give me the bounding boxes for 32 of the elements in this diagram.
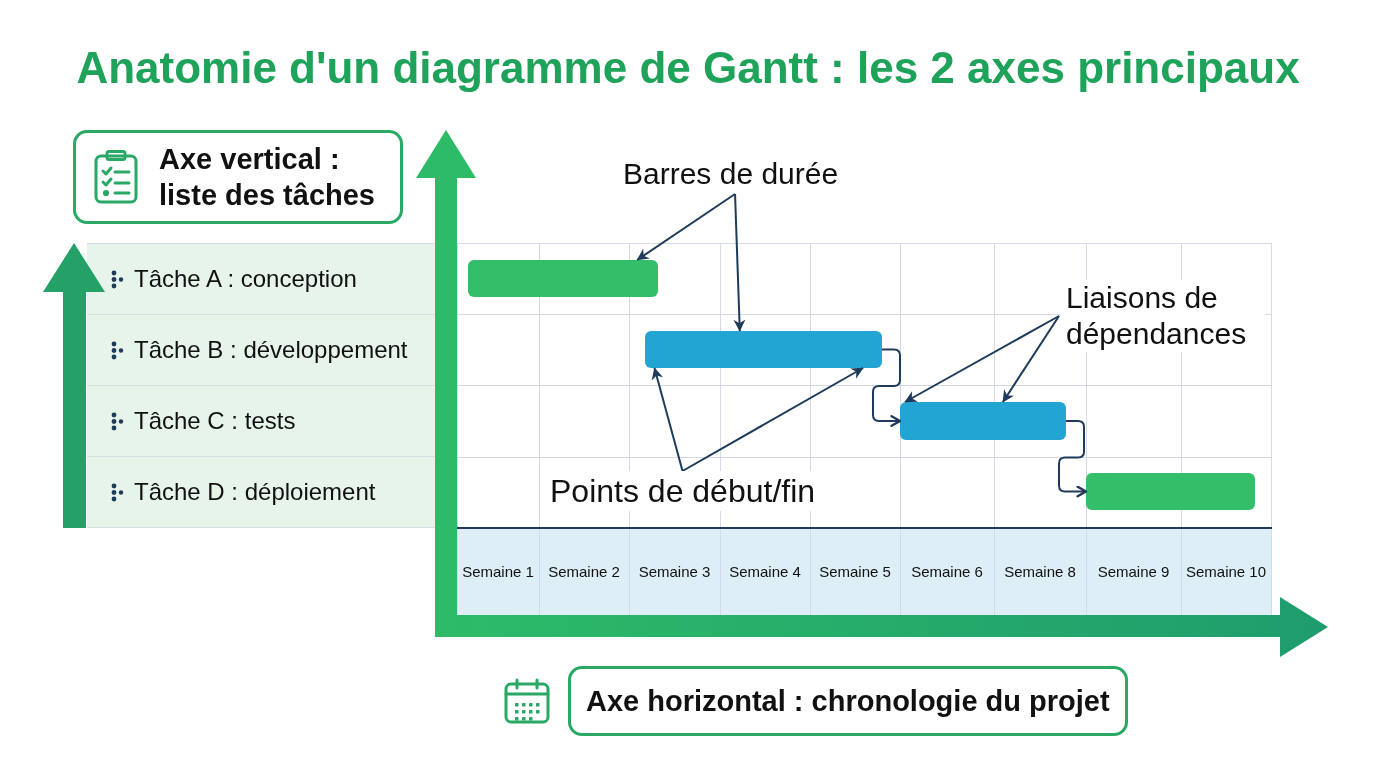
leader-arrow	[651, 367, 684, 472]
week-label: Semaine 2	[548, 563, 620, 581]
axis-label-text: Axe vertical : liste des tâches	[159, 142, 376, 213]
axis-label-box	[568, 666, 1128, 736]
week-label: Semaine 5	[819, 563, 891, 581]
leader-arrow	[636, 193, 737, 261]
leader-arrow	[904, 315, 1060, 403]
duration-bar	[900, 402, 1066, 440]
diagram-title: Anatomie d'un diagramme de Gantt : les 2 axes principaux	[76, 42, 1300, 94]
axis-label-box	[73, 130, 403, 224]
task-label: Tâche A : conception	[134, 264, 357, 294]
callout-text: Barres de durée	[619, 156, 843, 192]
week-label: Semaine 6	[911, 563, 983, 581]
dependency-arrow	[1058, 420, 1088, 498]
week-label: Semaine 8	[1004, 563, 1076, 581]
week-label: Semaine 9	[1097, 563, 1170, 581]
duration-bar	[468, 260, 658, 297]
duration-bar	[645, 331, 882, 368]
callout-text: Liaisons de dépendances	[1061, 280, 1265, 352]
leader-arrow	[733, 193, 746, 332]
duration-bar	[1086, 473, 1255, 510]
axis-label-text: Axe horizontal : chronologie du projet	[586, 684, 1110, 719]
week-label: Semaine 1	[462, 563, 534, 581]
task-label: Tâche B : développement	[134, 335, 408, 365]
week-label: Semaine 3	[638, 563, 711, 581]
leader-arrow	[681, 367, 865, 472]
leader-arrow	[1001, 315, 1060, 403]
task-label: Tâche C : tests	[134, 406, 296, 436]
week-label: Semaine 10	[1185, 563, 1267, 581]
dependency-arrow	[872, 348, 902, 427]
week-label: Semaine 4	[729, 563, 801, 581]
task-label: Tâche D : déploiement	[134, 477, 376, 507]
